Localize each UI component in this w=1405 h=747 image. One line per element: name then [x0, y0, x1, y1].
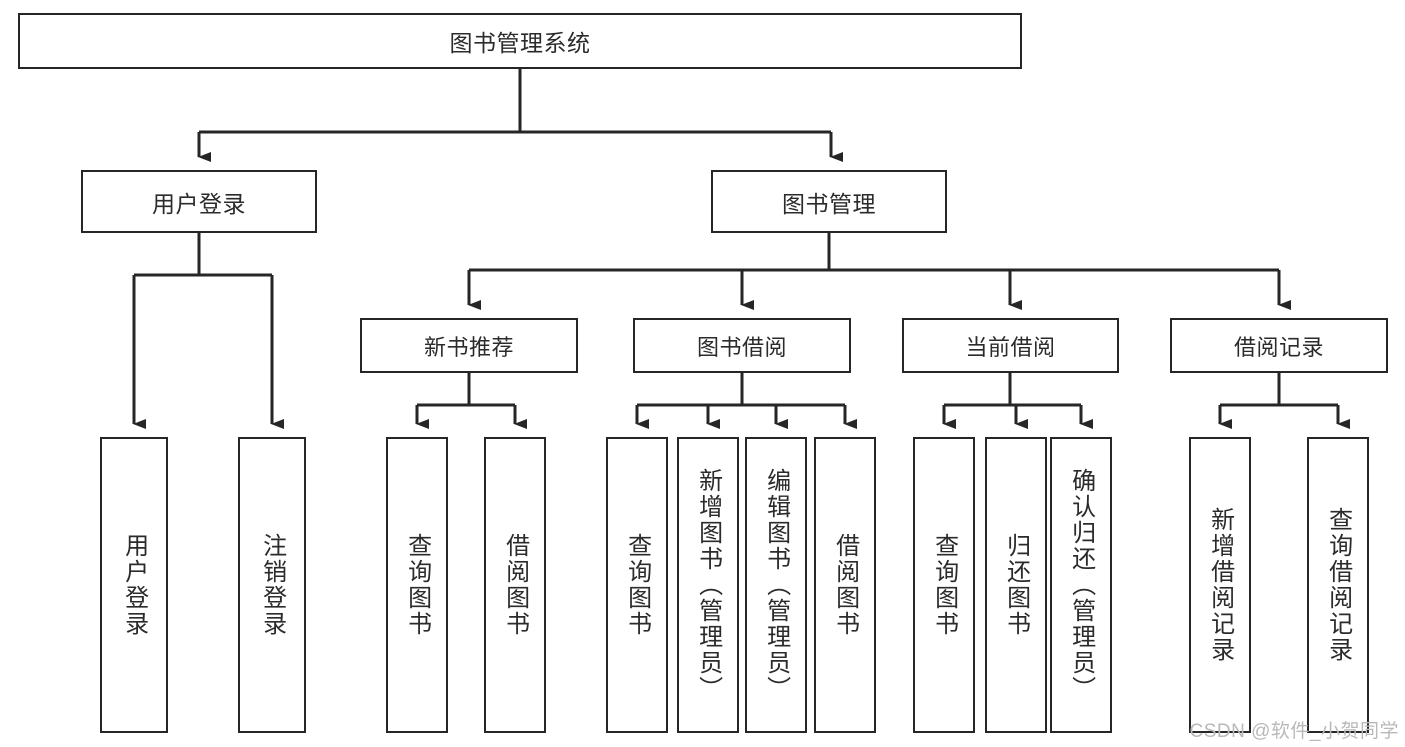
node-label: 图书管理 [782, 190, 876, 217]
leaf-logout[interactable]: 注销登录 [238, 437, 306, 733]
node-label: 新增借阅记录 [1206, 507, 1234, 663]
leaf-query-book-current[interactable]: 查询图书 [913, 437, 975, 733]
leaf-borrow-book-recommend[interactable]: 借阅图书 [484, 437, 546, 733]
node-borrow-record[interactable]: 借阅记录 [1170, 318, 1388, 373]
node-label: 查询图书 [403, 533, 431, 637]
leaf-query-book-borrow[interactable]: 查询图书 [606, 437, 668, 733]
leaf-confirm-return-admin[interactable]: 确认归还（管理员） [1050, 437, 1112, 733]
node-label: 确认归还（管理员） [1067, 468, 1095, 702]
node-label: 图书借阅 [696, 334, 787, 360]
node-label: 当前借阅 [965, 334, 1056, 360]
node-label: 借阅图书 [501, 533, 529, 637]
leaf-user-login[interactable]: 用户登录 [100, 437, 168, 733]
node-label: 用户登录 [120, 533, 148, 637]
leaf-edit-book-admin[interactable]: 编辑图书（管理员） [745, 437, 807, 733]
node-label: 用户登录 [152, 190, 246, 217]
leaf-add-book-admin[interactable]: 新增图书（管理员） [677, 437, 739, 733]
leaf-query-borrow-record[interactable]: 查询借阅记录 [1307, 437, 1369, 733]
node-new-book-recommend[interactable]: 新书推荐 [360, 318, 578, 373]
leaf-return-book[interactable]: 归还图书 [985, 437, 1047, 733]
node-label: 新书推荐 [423, 334, 514, 360]
node-label: 查询图书 [930, 533, 958, 637]
node-book-management[interactable]: 图书管理 [711, 170, 947, 233]
node-label: 查询图书 [623, 533, 651, 637]
node-label: 图书管理系统 [449, 30, 591, 56]
node-label: 查询借阅记录 [1324, 507, 1352, 663]
leaf-borrow-book[interactable]: 借阅图书 [814, 437, 876, 733]
node-label: 借阅记录 [1233, 334, 1324, 360]
leaf-query-book-recommend[interactable]: 查询图书 [386, 437, 448, 733]
node-label: 编辑图书（管理员） [762, 468, 790, 702]
node-book-borrow[interactable]: 图书借阅 [633, 318, 851, 373]
node-current-borrow[interactable]: 当前借阅 [902, 318, 1119, 373]
node-label: 新增图书（管理员） [694, 468, 722, 702]
watermark-text: CSDN @软件_小贺同学 [1189, 721, 1399, 742]
node-label: 归还图书 [1002, 533, 1030, 637]
node-user-login[interactable]: 用户登录 [81, 170, 317, 233]
node-label: 借阅图书 [831, 533, 859, 637]
node-root[interactable]: 图书管理系统 [18, 13, 1022, 69]
leaf-add-borrow-record[interactable]: 新增借阅记录 [1189, 437, 1251, 733]
node-label: 注销登录 [258, 533, 286, 637]
